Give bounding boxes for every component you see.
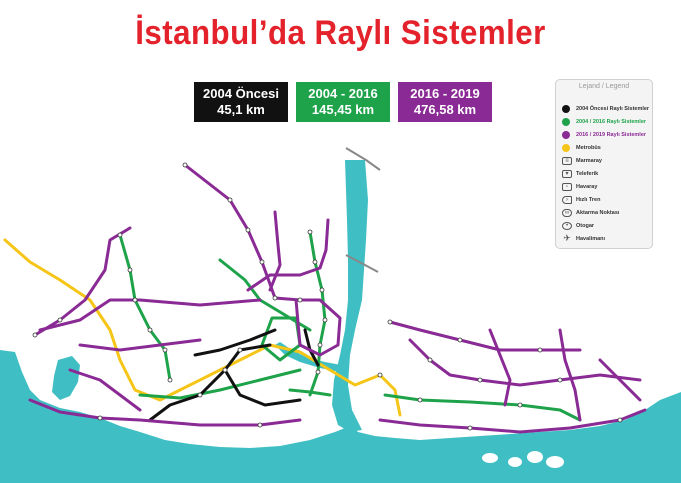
legend-item: 2004 Öncesi Raylı Sistemler [562,103,649,115]
legend-item: 2004 / 2016 Raylı Sistemler [562,116,646,128]
m1-line [148,343,272,422]
stations [32,162,623,431]
purple-dot-icon [562,131,570,139]
bosphorus [332,160,368,432]
asia-east [598,358,642,402]
asia-north [388,320,582,352]
period-label: 2004 - 2016 [308,86,378,101]
legend: Lejand / Legend 2004 Öncesi Raylı Sistem… [555,79,653,249]
west-inner [68,368,142,412]
metrobus-line [3,238,402,417]
sea-of-marmara [0,350,681,483]
period-box-2016-2019: 2016 - 2019 476,58 km [398,82,492,122]
bridge [345,147,381,171]
period-box-pre-2004: 2004 Öncesi 45,1 km [194,82,288,122]
period-box-2004-2016: 2004 - 2016 145,45 km [296,82,390,122]
island [482,453,498,463]
green-dot-icon [562,118,570,126]
legend-item: 2016 / 2019 Raylı Sistemler [562,129,646,141]
island [546,456,564,468]
ring-purple [294,298,342,357]
bridges [345,147,381,273]
bus-station-icon: • [562,222,572,230]
island [508,457,522,467]
cable-car-icon: ▾ [562,170,572,178]
golden-horn [275,342,341,372]
legend-title: Lejand / Legend [578,83,630,90]
legend-item: ▾ Teleferik [562,168,598,180]
transfer-icon: ∞ [562,209,572,217]
period-length: 145,45 km [311,102,375,117]
page-title: İstanbul’da Raylı Sistemler [135,14,546,52]
asia-branch [488,328,512,407]
m12-line [78,338,202,352]
high-speed-train-icon: › [562,196,572,204]
legend-item: Metrobüs [562,142,601,154]
m1b-line [223,368,302,407]
m11-line [268,210,282,292]
period-label: 2016 - 2019 [410,86,480,101]
legend-item: ∞ Aktarma Noktası [562,207,619,219]
legend-item: › Hızlı Tren [562,194,600,206]
airport-icon: ✈ [563,233,571,243]
m6-line [288,388,332,397]
legend-item: ≡ Marmaray [562,155,602,167]
asia-south [558,328,582,422]
m4-line [383,393,582,422]
black-dot-icon [562,105,570,113]
airport-line [183,163,302,302]
yellow-dot-icon [562,144,570,152]
m7ext-line [246,218,330,292]
marmaray-icon: ≡ [562,157,572,165]
island [527,451,543,463]
north-west [33,226,132,337]
t4-line [193,328,277,357]
legend-item: ▫ Havaray [562,181,597,193]
t1-line [138,368,302,400]
legend-item: • Otogar [562,220,594,232]
monorail-icon: ▫ [562,183,572,191]
ring-green [260,316,302,362]
period-length: 476,58 km [413,102,477,117]
kucukcekmece-lake [52,356,80,400]
water [0,160,681,483]
black-lines [148,328,320,422]
period-length: 45,1 km [217,102,265,117]
period-label: 2004 Öncesi [203,86,279,101]
legend-item: ✈ Havalimanı [563,233,606,243]
asia-line-2 [408,338,642,387]
west-line-1 [38,298,262,332]
m3-line [118,233,172,382]
bridge [345,254,379,273]
